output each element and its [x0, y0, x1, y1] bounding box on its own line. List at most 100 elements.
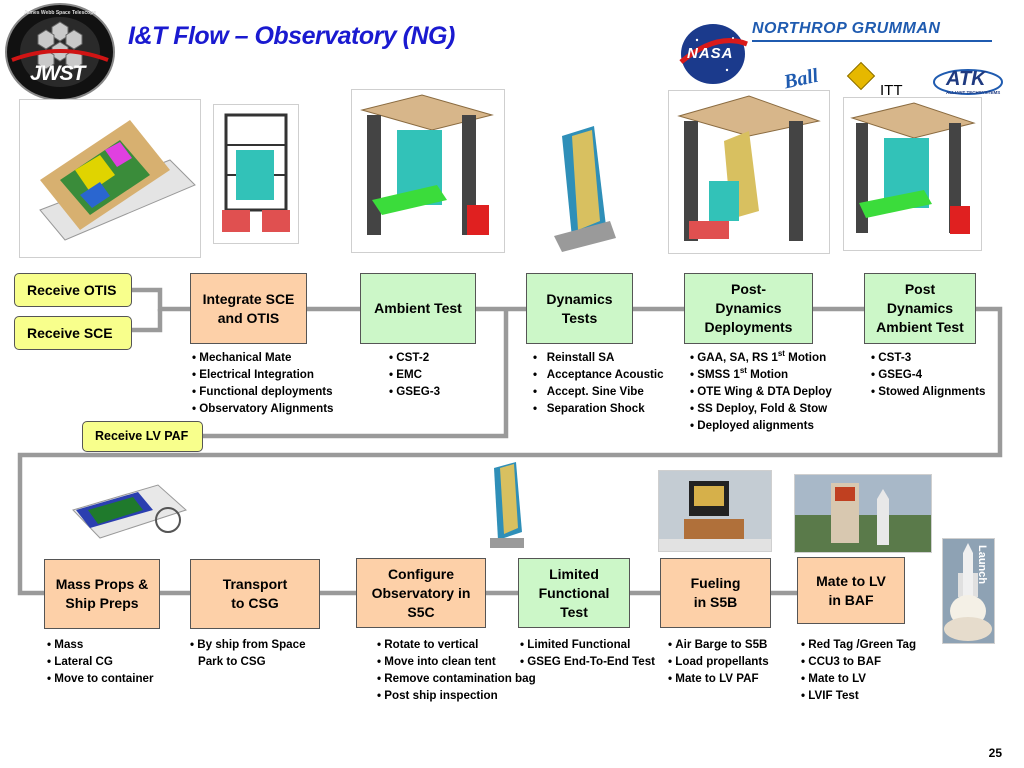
step-transport-csg: Transport to CSG [190, 559, 320, 629]
atk-logo: ATK ALLIANT TECHSYSTEMS [932, 66, 1004, 98]
otis-illustration [19, 99, 201, 258]
step-label: Dynamics Tests [546, 290, 613, 326]
nasa-logo-text: NASA [687, 45, 734, 62]
bullet-item: SMSS 1st Motion [690, 366, 832, 383]
bullet-text: GAA, SA, RS 1st Motion [697, 349, 827, 364]
step-label: Post- Dynamics Deployments [704, 281, 793, 335]
step-ambient-test: Ambient Test [360, 273, 476, 344]
post-dynamics-bullets: GAA, SA, RS 1st Motion SMSS 1st Motion O… [690, 349, 832, 434]
bullet-item: LVIF Test [801, 687, 916, 704]
bullet-item: Remove contamination bag [377, 670, 535, 687]
step-mass-props: Mass Props & Ship Preps [44, 559, 160, 629]
dynamics-test-illustration [544, 126, 620, 254]
bullet-item: Move to container [47, 670, 153, 687]
step-integrate-sce-otis: Integrate SCE and OTIS [190, 273, 307, 344]
atk-logo-text: ATK [946, 68, 986, 90]
bullet-item: Reinstall SA [533, 349, 664, 366]
sce-illustration [213, 104, 299, 244]
bullet-item: Lateral CG [47, 653, 154, 670]
receive-sce-label: Receive SCE [27, 324, 113, 341]
step-label: Limited Functional Test [538, 565, 610, 620]
bullet-item: Mate to LV PAF [668, 670, 769, 687]
bullet-item: Separation Shock [533, 400, 664, 417]
bullet-item: Post ship inspection [377, 687, 536, 704]
step-label: Mass Props & Ship Preps [55, 576, 149, 611]
bullet-item: CCU3 to BAF [801, 653, 916, 670]
jwst-logo-text: JWST [30, 62, 85, 85]
bullet-item: Acceptance Acoustic [533, 366, 664, 383]
step-label: Post Dynamics Ambient Test [876, 281, 964, 335]
launch-label: Launch [976, 545, 988, 585]
bullet-item: Mass [47, 636, 154, 653]
step-mate-to-lv: Mate to LV in BAF [797, 557, 905, 624]
step-configure-observatory: Configure Observatory in S5C [356, 558, 486, 628]
mass-props-bullets: Mass Lateral CG Move to container [47, 636, 154, 687]
bullet-item: Rotate to vertical [377, 636, 536, 653]
bullet-item: GSEG-3 [389, 383, 440, 400]
bullet-item: Observatory Alignments [192, 400, 333, 417]
step-dynamics-tests: Dynamics Tests [526, 273, 633, 344]
step-label: Transport to CSG [222, 576, 288, 611]
bullet-item: Electrical Integration [192, 366, 334, 383]
bullet-item: Limited Functional [520, 636, 655, 653]
northrop-grumman-logo: NORTHROP GRUMMAN [752, 20, 941, 37]
page-title: I&T Flow – Observatory (NG) [128, 22, 455, 50]
step-label: Configure Observatory in S5C [371, 565, 471, 620]
bullet-item: OTE Wing & DTA Deploy [690, 383, 832, 400]
step-label: Fueling in S5B [690, 575, 741, 610]
receive-lv-paf-box: Receive LV PAF [82, 421, 203, 452]
jwst-logo: JWST James Webb Space Telescope [4, 2, 116, 102]
post-ambient-bullets: CST-3 GSEG-4 Stowed Alignments [871, 349, 985, 400]
bullet-item: Deployed alignments [690, 417, 832, 434]
bullet-item: GSEG End-To-End Test [520, 653, 655, 670]
receive-otis-label: Receive OTIS [27, 281, 117, 298]
fueling-bullets: Air Barge to S5B Load propellants Mate t… [668, 636, 769, 687]
step-limited-functional-test: Limited Functional Test [518, 558, 630, 628]
step-label: Ambient Test [374, 300, 462, 316]
bullet-item: CST-3 [871, 349, 985, 366]
dynamics-bullets: Reinstall SA Acceptance Acoustic Accept.… [533, 349, 664, 417]
bullet-item: Move into clean tent [377, 653, 536, 670]
post-dynamics-deploy-illustration [668, 90, 830, 254]
step-post-dynamics-deployments: Post- Dynamics Deployments [684, 273, 813, 344]
bullet-item: Functional deployments [192, 383, 334, 400]
step-label: Integrate SCE and OTIS [202, 290, 295, 326]
bullet-item: GSEG-4 [871, 366, 985, 383]
limited-functional-bullets: Limited Functional GSEG End-To-End Test [520, 636, 655, 670]
jwst-logo-ring-text: James Webb Space Telescope [23, 10, 97, 16]
configure-observatory-illustration [482, 462, 530, 552]
bullet-item: EMC [389, 366, 440, 383]
step-label: Mate to LV in BAF [816, 572, 886, 608]
bullet-item: Red Tag /Green Tag [801, 636, 916, 653]
fueling-photo [658, 470, 772, 552]
shipping-container-illustration [68, 480, 192, 546]
mate-lv-bullets: Red Tag /Green Tag CCU3 to BAF Mate to L… [801, 636, 916, 704]
receive-lv-paf-label: Receive LV PAF [95, 429, 189, 443]
northrop-underline-icon [752, 40, 992, 42]
bullet-item: Mechanical Mate [192, 349, 334, 366]
transport-bullets: • By ship from Space Park to CSG [190, 636, 328, 670]
bullet-item: Mate to LV [801, 670, 916, 687]
itt-logo: ITT [880, 82, 903, 99]
page-number: 25 [988, 746, 1002, 760]
receive-otis-box: Receive OTIS [14, 273, 132, 307]
bullet-text: By ship from Space Park to CSG [197, 638, 306, 668]
ambient-bullets: CST-2 EMC GSEG-3 [389, 349, 440, 400]
integrate-bullets: Mechanical Mate Electrical Integration F… [192, 349, 334, 417]
atk-logo-subtext: ALLIANT TECHSYSTEMS [946, 90, 1001, 95]
receive-sce-box: Receive SCE [14, 316, 132, 350]
step-fueling: Fueling in S5B [660, 558, 771, 628]
bullet-item: CST-2 [389, 349, 440, 366]
baf-photo [794, 474, 932, 553]
bullet-item: SS Deploy, Fold & Stow [690, 400, 832, 417]
bullet-marker: • [190, 638, 198, 651]
bullet-item: GAA, SA, RS 1st Motion [690, 349, 832, 366]
bullet-item: Load propellants [668, 653, 768, 670]
bullet-item: Accept. Sine Vibe [533, 383, 664, 400]
bullet-item: Air Barge to S5B [668, 636, 769, 653]
configure-bullets: Rotate to vertical Move into clean tent … [377, 636, 536, 704]
bullet-item: Stowed Alignments [871, 383, 985, 400]
nasa-logo: NASA [677, 22, 749, 86]
step-post-dynamics-ambient-test: Post Dynamics Ambient Test [864, 273, 976, 344]
bullet-text: SMSS 1st Motion [697, 366, 789, 381]
